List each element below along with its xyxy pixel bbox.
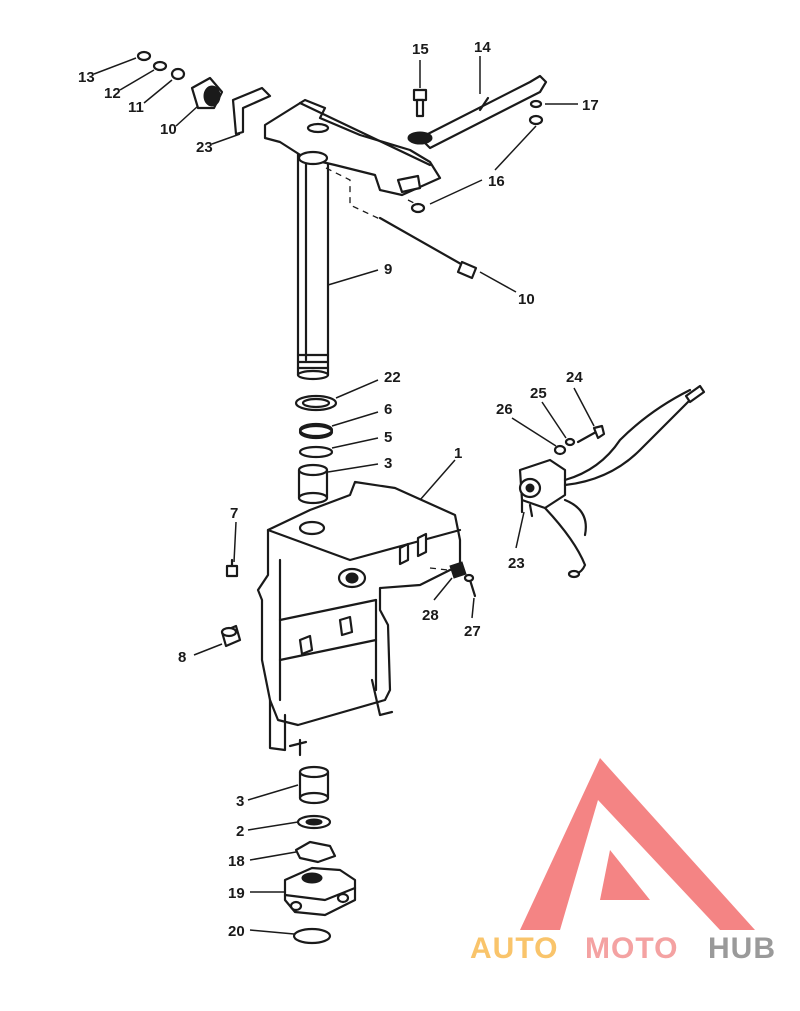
callout-8: 9 bbox=[384, 261, 392, 278]
part-10-bushing bbox=[190, 76, 224, 110]
part-28-clip bbox=[449, 561, 467, 579]
part-5-seal bbox=[298, 422, 334, 440]
callout-21: 22 bbox=[384, 369, 401, 386]
callout-1: 1 bbox=[454, 445, 462, 462]
callout-16: 16 bbox=[488, 173, 505, 190]
callout-18: 18 bbox=[228, 853, 245, 870]
alignment-line-28 bbox=[429, 567, 449, 571]
callout-6: 7 bbox=[230, 505, 238, 522]
part-26-washer bbox=[553, 444, 567, 456]
part-3-bushing-lower bbox=[298, 765, 330, 805]
watermark-wordmark: AUTO MOTO HUB bbox=[470, 932, 776, 965]
part-11-ring bbox=[170, 67, 186, 81]
callout-28: 28 bbox=[422, 607, 439, 624]
part-9-tie-bolt bbox=[378, 216, 478, 280]
callout-3-upper: 3 bbox=[384, 455, 392, 472]
part-25-washer bbox=[564, 437, 576, 447]
part-1-swivel-bracket bbox=[256, 480, 462, 757]
part-15-bolt bbox=[407, 88, 433, 145]
part-17-washer bbox=[529, 99, 543, 109]
callout-7: 8 bbox=[178, 649, 186, 666]
part-22-bracket bbox=[231, 86, 272, 136]
part-13-washer bbox=[136, 50, 152, 62]
part-14-link-rod bbox=[418, 74, 548, 150]
part-18-washer bbox=[294, 840, 337, 864]
callout-10: 10 bbox=[160, 121, 177, 138]
callout-4: 5 bbox=[384, 429, 392, 446]
callout-27: 27 bbox=[464, 623, 481, 640]
part-12-washer bbox=[152, 60, 168, 72]
part-16-nut bbox=[410, 114, 544, 214]
callout-19: 19 bbox=[228, 885, 245, 902]
steering-arm-upper bbox=[263, 98, 442, 197]
part-24-screw bbox=[576, 424, 606, 444]
callout-3-lower: 3 bbox=[236, 793, 244, 810]
part-2-seal bbox=[296, 814, 332, 830]
part-23-trim-sender bbox=[518, 384, 706, 579]
watermark-word-auto: AUTO bbox=[470, 932, 558, 965]
part-19-lower-yoke bbox=[283, 866, 357, 917]
callout-11: 11 bbox=[128, 99, 144, 116]
leader-lines bbox=[93, 56, 595, 935]
callout-17: 17 bbox=[582, 97, 599, 114]
part-6-grease-fitting bbox=[225, 558, 239, 578]
callout-26: 26 bbox=[496, 401, 513, 418]
callout-22: 23 bbox=[196, 139, 213, 156]
watermark-word-moto: MOTO bbox=[585, 932, 678, 965]
part-27-screw bbox=[463, 573, 477, 598]
callout-12: 12 bbox=[104, 85, 121, 102]
callout-2: 2 bbox=[236, 823, 244, 840]
part-3-bushing-upper bbox=[297, 463, 329, 505]
watermark-logo bbox=[520, 758, 755, 930]
part-4-ring bbox=[298, 445, 334, 459]
callout-5: 6 bbox=[384, 401, 392, 418]
part-8-steering-shaft bbox=[296, 148, 330, 381]
callout-20: 20 bbox=[228, 923, 245, 940]
callout-25: 25 bbox=[530, 385, 547, 402]
alignment-line-16 bbox=[407, 199, 419, 206]
callout-14: 14 bbox=[474, 39, 491, 56]
part-7-bushing bbox=[220, 624, 242, 648]
alignment-line-9 bbox=[325, 167, 383, 221]
part-20-snap-ring bbox=[292, 927, 332, 945]
watermark-word-hub: HUB bbox=[708, 932, 776, 965]
callout-labels: 13 12 11 10 23 15 14 17 16 10 9 22 6 5 3… bbox=[78, 39, 599, 940]
part-21-washer bbox=[294, 394, 338, 412]
callout-9: 10 bbox=[518, 291, 535, 308]
callout-23: 23 bbox=[508, 555, 525, 572]
callout-24: 24 bbox=[566, 369, 583, 386]
callout-13: 13 bbox=[78, 69, 95, 86]
callout-15: 15 bbox=[412, 41, 429, 58]
